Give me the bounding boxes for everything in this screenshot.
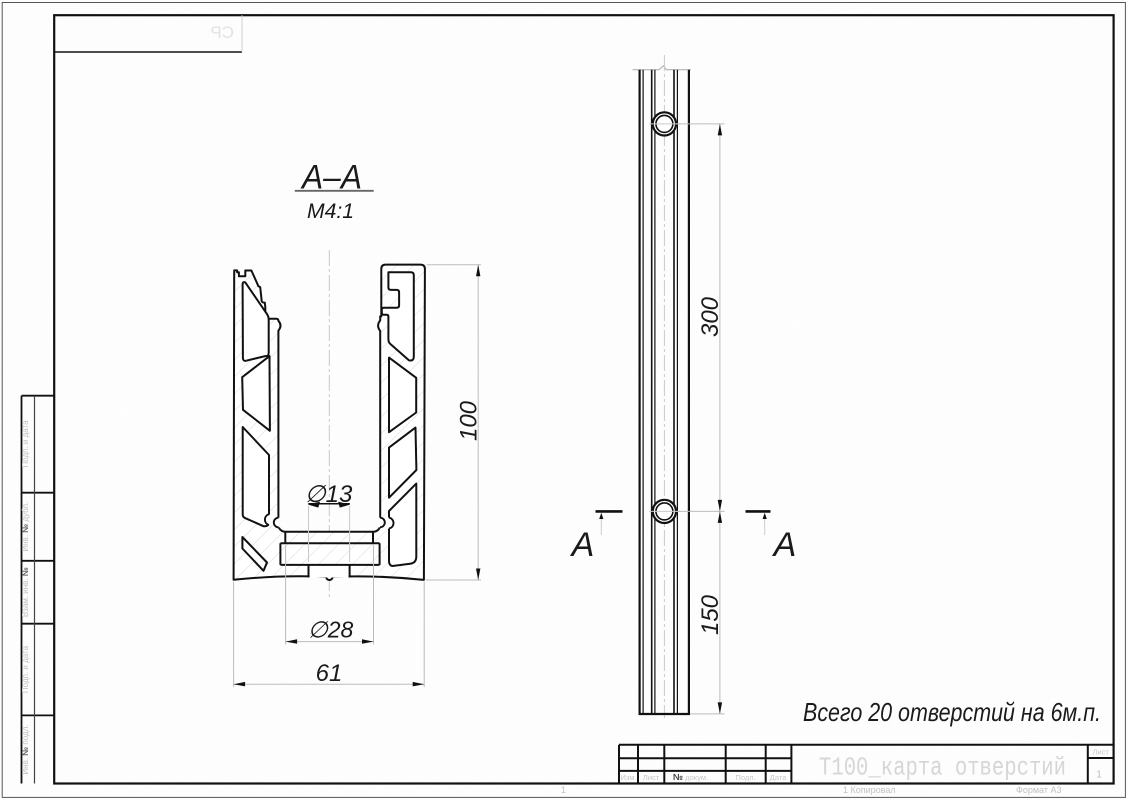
svg-text:№ докум.: № докум.	[673, 772, 708, 782]
svg-text:Подп. и дата: Подп. и дата	[21, 645, 30, 693]
svg-text:А: А	[772, 526, 797, 564]
svg-text:Изм.: Изм.	[620, 773, 636, 782]
svg-text:М4:1: М4:1	[307, 200, 354, 223]
svg-text:Лист: Лист	[643, 773, 660, 782]
svg-text:100: 100	[456, 400, 483, 441]
svg-text:Формат А3: Формат А3	[1016, 785, 1061, 795]
svg-text:Инв. № дубл.: Инв. № дубл.	[21, 502, 30, 552]
svg-text:150: 150	[697, 594, 724, 635]
svg-text:1: 1	[1096, 770, 1102, 781]
svg-text:Инв. № подл.: Инв. № подл.	[21, 724, 30, 774]
svg-text:Т100_карта отверстий: Т100_карта отверстий	[819, 753, 1066, 783]
svg-text:Подп. и дата: Подп. и дата	[21, 420, 30, 468]
svg-text:Подп.: Подп.	[735, 773, 755, 782]
svg-text:∅13: ∅13	[305, 481, 353, 508]
svg-text:А: А	[570, 526, 595, 564]
svg-text:1: 1	[561, 785, 566, 795]
svg-text:1 Копировал: 1 Копировал	[843, 785, 896, 795]
svg-text:Всего 20 отверстий на 6м.п.: Всего 20 отверстий на 6м.п.	[803, 697, 1101, 727]
svg-text:СР: СР	[210, 23, 234, 42]
svg-text:∅28: ∅28	[308, 617, 354, 643]
svg-text:Дата: Дата	[770, 773, 788, 782]
svg-text:Лист: Лист	[1092, 748, 1109, 757]
svg-text:61: 61	[316, 660, 343, 687]
svg-text:300: 300	[697, 296, 724, 337]
svg-text:Взам. инв. №: Взам. инв. №	[21, 567, 30, 617]
